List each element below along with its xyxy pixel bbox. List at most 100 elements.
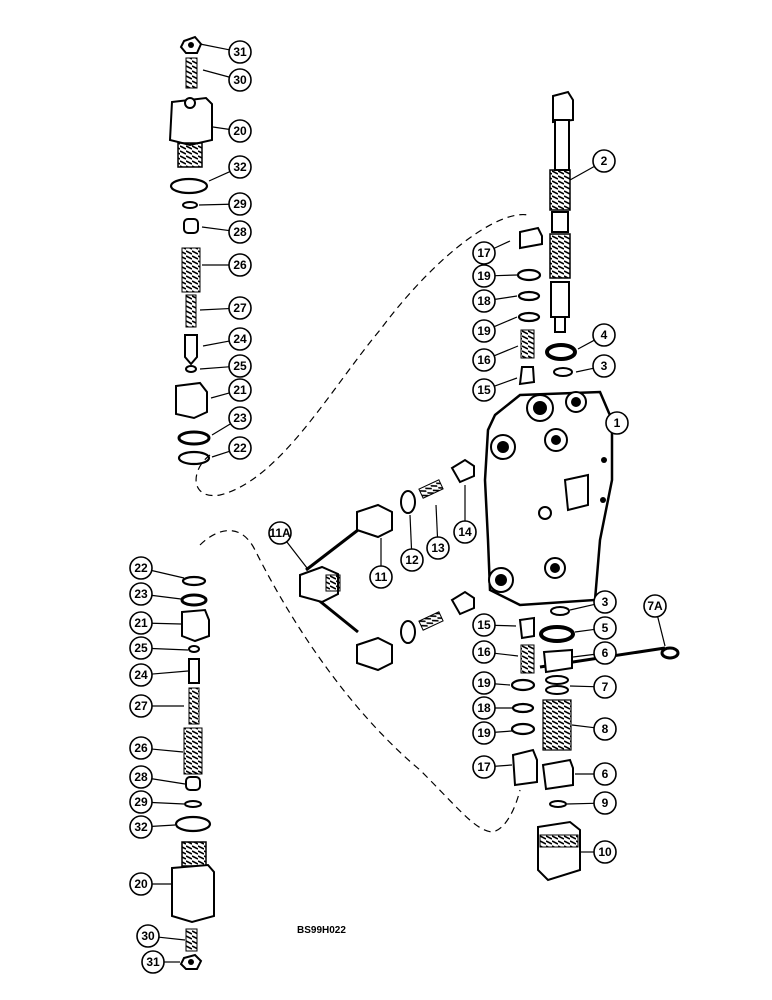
callout-circle [228,220,252,244]
leader-line [201,226,230,232]
callout-circle [129,790,153,814]
callout-20: 20 [212,119,252,143]
leader-line [199,43,230,51]
callout-32: 32 [129,815,176,839]
spring [520,644,535,674]
callout-label: 23 [233,411,247,425]
leader-line [575,367,594,373]
leader-line [151,801,185,805]
leader-line [286,541,308,569]
callout-circle [472,319,496,343]
callout-label: 12 [405,553,419,567]
callout-circle [426,536,450,560]
callout-label: 32 [233,160,247,174]
callout-circle [228,296,252,320]
callout-3: 3 [575,354,616,378]
callout-1: 1 [605,411,629,435]
leader-line [657,616,666,647]
callout-circle [129,736,153,760]
plunger [450,458,475,484]
spring-seat [542,648,573,674]
callout-28: 28 [201,220,252,244]
callout-circle [472,613,496,637]
cap [168,96,213,168]
leader-line [494,764,513,767]
callout-6: 6 [575,762,617,786]
callout-circle [228,253,252,277]
callout-label: 8 [602,722,609,736]
callout-28: 28 [129,765,186,789]
callout-label: 7A [647,599,663,613]
callout-circle [129,582,153,606]
leader-line [151,647,189,651]
seal [184,800,202,808]
relief-valve-assembly-bottom [171,575,215,970]
spring [183,727,203,775]
leader-line [208,170,231,182]
leader-line [494,730,513,733]
callout-circle [593,717,617,741]
callout-label: 6 [602,767,609,781]
callout-31: 31 [141,950,180,974]
callout-label: 21 [233,383,247,397]
callout-label: 14 [458,525,472,539]
callout-label: 30 [141,929,155,943]
callout-10: 10 [581,840,617,864]
callout-label: 16 [477,353,491,367]
callout-label: 22 [233,441,247,455]
spring [418,479,444,499]
callout-16: 16 [472,640,519,664]
backup-ring [511,702,535,714]
callout-11: 11 [369,538,393,589]
callout-7A: 7A [643,594,667,647]
callout-label: 21 [134,616,148,630]
callout-19: 19 [472,721,513,745]
seal [182,201,198,209]
leader-line [151,778,186,785]
assembly-dashed-lines [195,213,529,833]
leader-line [493,240,511,249]
leader-line [566,802,595,805]
callout-label: 20 [134,877,148,891]
o-ring [516,268,542,282]
o-ring [553,367,573,377]
callout-label: 6 [602,646,609,660]
callout-circle [129,636,153,660]
callout-label: 2 [601,154,608,168]
leader-line [571,724,595,729]
leader-line [569,603,595,611]
callout-25: 25 [129,636,189,660]
callout-20: 20 [129,872,171,896]
callout-16: 16 [472,345,519,372]
callout-26: 26 [129,736,184,760]
end-cap [537,820,581,882]
leader-line [435,504,439,538]
leader-line [202,340,230,347]
wiper-seal [545,343,577,361]
leader-line [494,624,517,627]
leader-line [211,450,230,458]
callout-label: 30 [233,73,247,87]
leader-line [494,274,518,277]
callout-label: 23 [134,587,148,601]
callout-circle [228,436,252,460]
callout-label: 28 [134,770,148,784]
callout-4: 4 [577,323,616,350]
leader-line [151,569,185,579]
callout-11A: 11A [268,521,308,569]
o-ring [550,606,570,616]
callout-circle [268,521,292,545]
spring [520,329,535,359]
o-ring-lower [177,450,211,466]
plug-lower [356,636,393,672]
callout-27: 27 [199,296,252,320]
callout-5: 5 [574,616,617,640]
callout-label: 29 [134,795,148,809]
callout-label: 27 [233,301,247,315]
callout-circle [472,671,496,695]
callout-circle [593,590,617,614]
o-ring [174,815,212,833]
callout-label: 26 [134,741,148,755]
